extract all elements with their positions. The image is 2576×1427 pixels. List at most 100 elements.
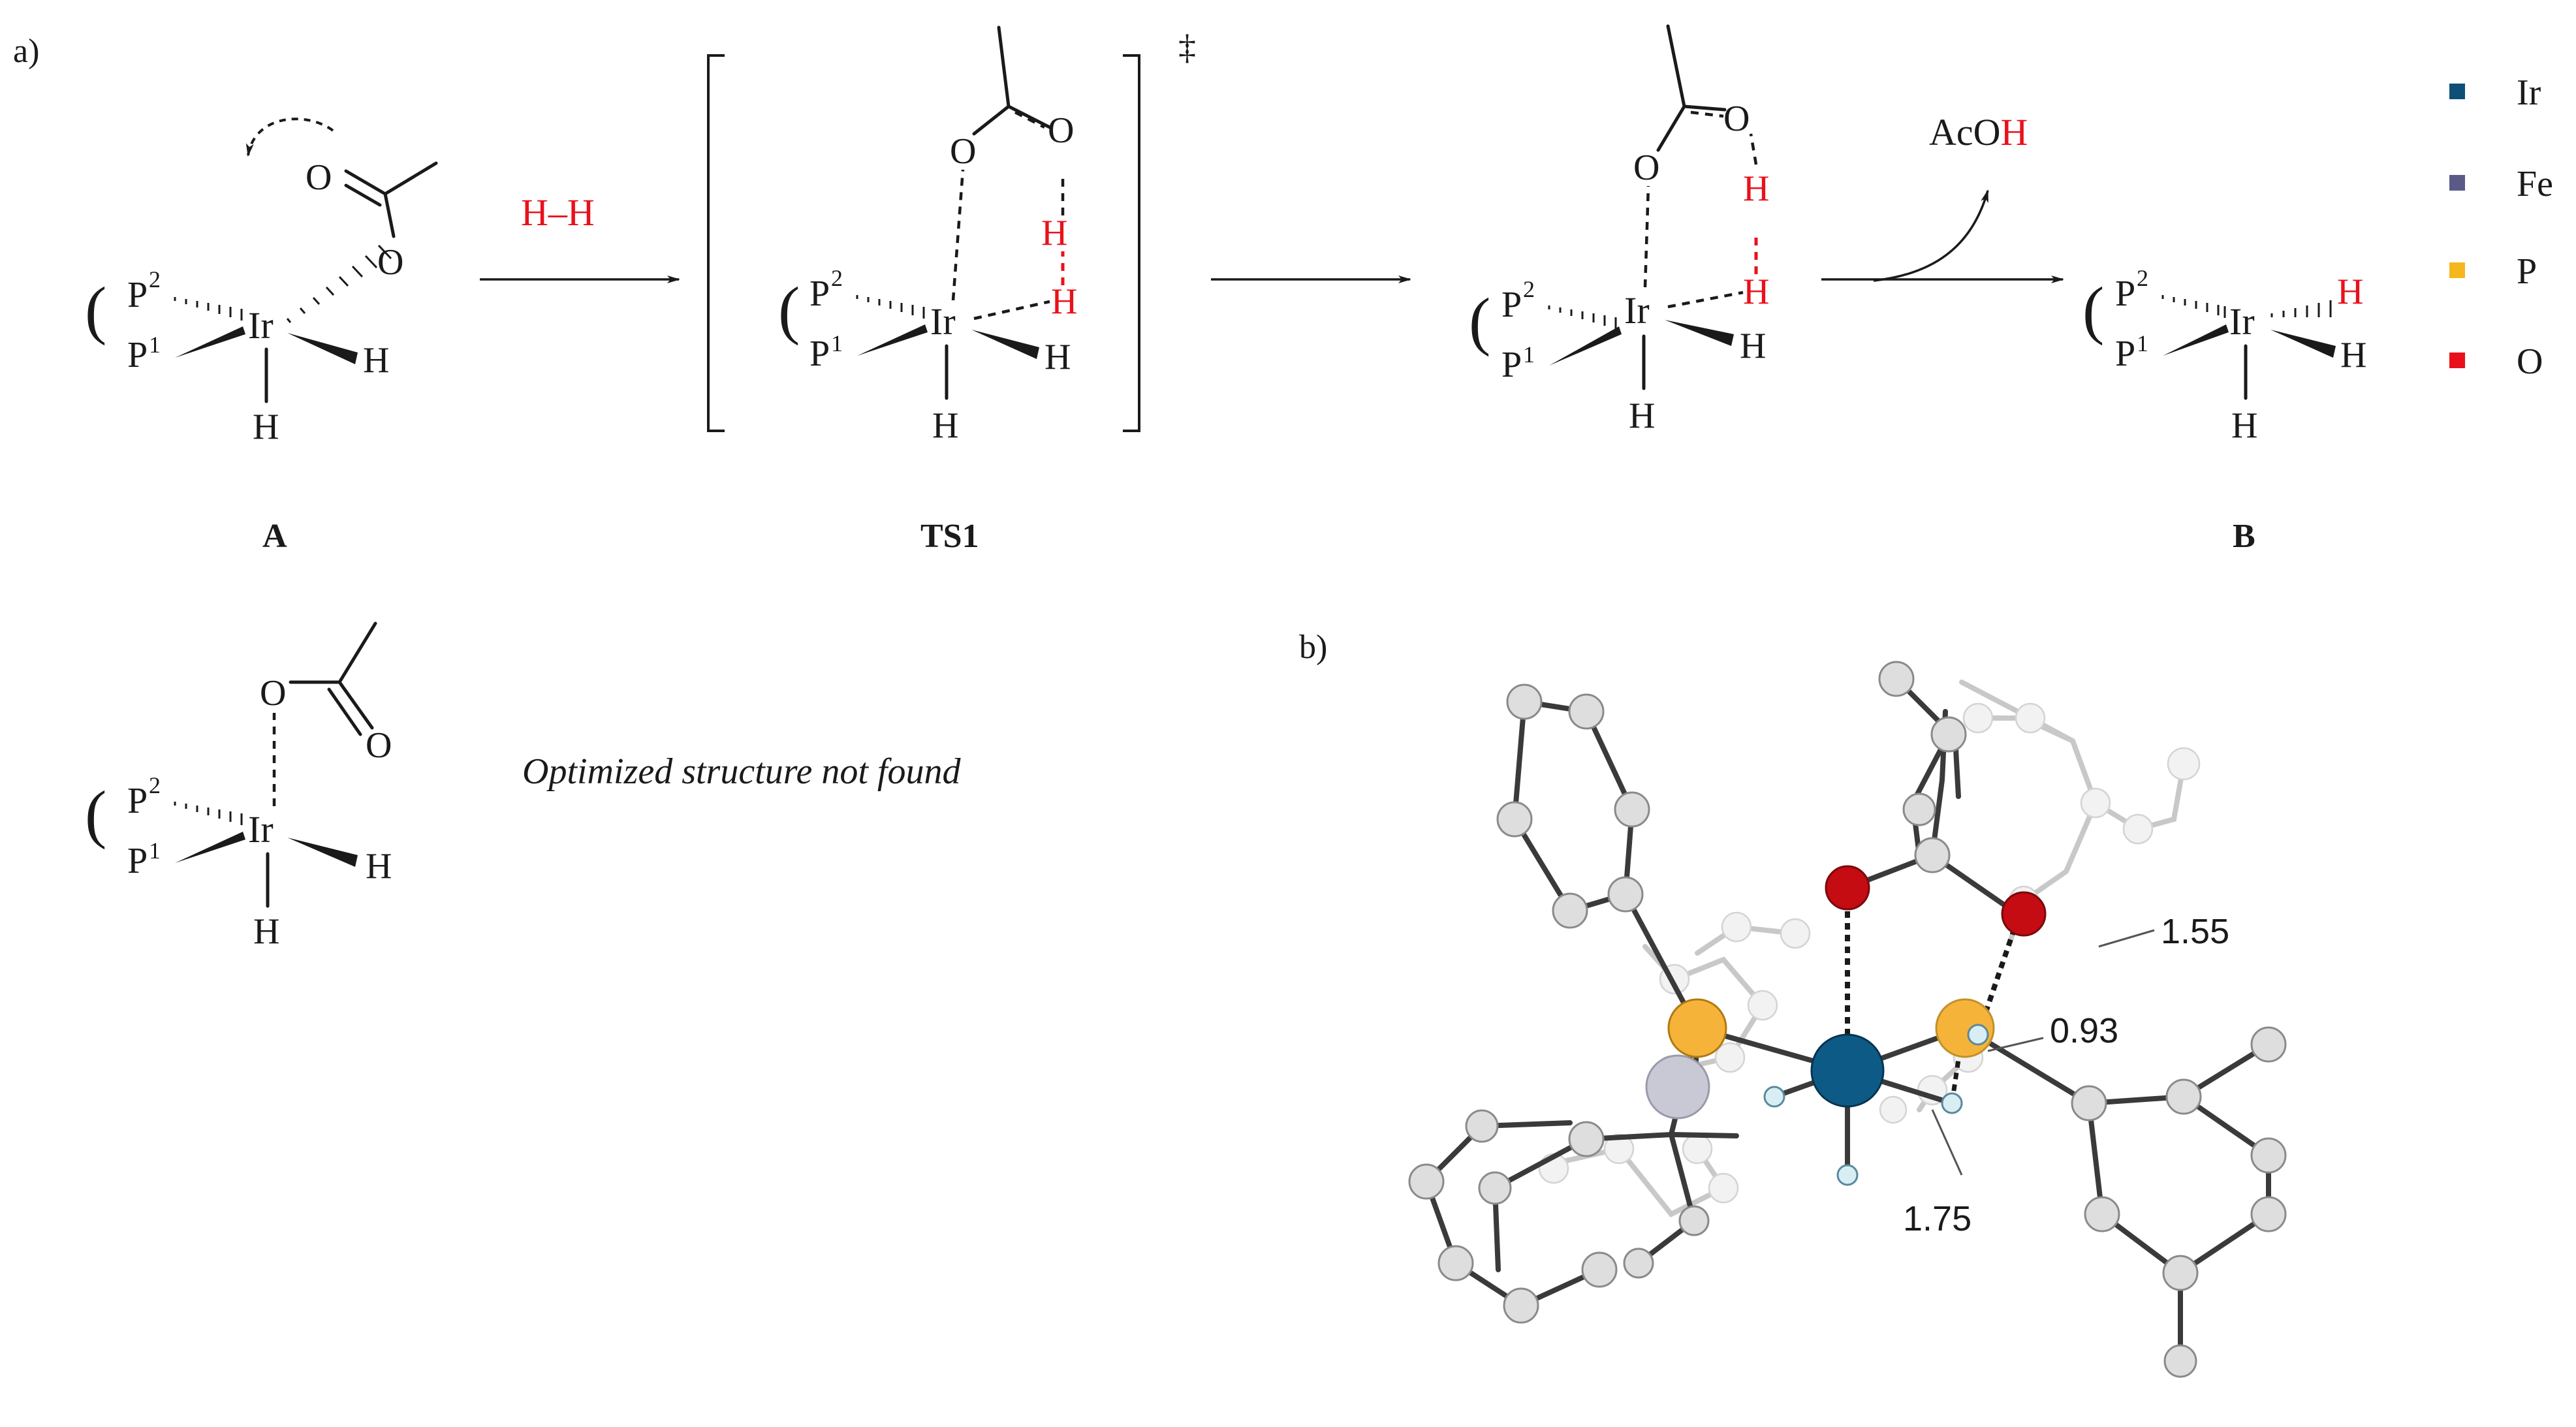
bond-O-C xyxy=(1656,104,1686,152)
wedge-bond-Ir-H xyxy=(287,333,358,364)
molecular-model: 1.55 0.93 1.75 xyxy=(1408,661,2287,1378)
atom-P1: P xyxy=(2115,334,2135,374)
atom-P2: P xyxy=(127,781,148,821)
hashed-bond-P2 xyxy=(2161,295,2226,318)
legend-swatch-p xyxy=(2449,262,2465,278)
partial-bond-C-O xyxy=(1690,110,1724,118)
atom-O: O xyxy=(1048,110,1074,151)
wedge-bond-P1 xyxy=(857,324,928,356)
superscript-2: 2 xyxy=(149,266,161,292)
dashed-bond-H-O xyxy=(1749,133,1758,165)
atom-O1-model xyxy=(1825,865,1870,911)
leader-line-d3 xyxy=(1931,1109,1963,1176)
atom-P2: P xyxy=(2115,274,2135,314)
ts-double-dagger: ‡ xyxy=(1178,27,1196,67)
ligand-bracket: ( xyxy=(1469,285,1490,357)
distance-label-d2: 0.93 xyxy=(2050,1011,2118,1050)
wedge-bond-Ir-H xyxy=(971,330,1039,359)
atom-P2: P xyxy=(809,274,830,314)
dashed-bond-Ir-O xyxy=(1643,185,1650,288)
structure-intermediate: ( P 2 P 1 Ir H H H H O O xyxy=(1469,24,1769,436)
structure-TS1: ‡ ( P 2 P 1 Ir H H H H O O TS1 xyxy=(707,25,1196,555)
legend-label-ir: Ir xyxy=(2517,72,2541,113)
atom-Ir: Ir xyxy=(2229,300,2255,343)
atom-H: H xyxy=(1045,337,1071,377)
atom-H: H xyxy=(1740,326,1766,366)
atom-O: O xyxy=(1723,99,1750,139)
reagent-H2: H–H xyxy=(521,191,595,234)
atom-O: O xyxy=(306,157,332,198)
bond-O-C xyxy=(383,192,396,238)
atom-H: H xyxy=(366,846,392,886)
atom-Ir: Ir xyxy=(248,808,274,851)
ts-bracket-left xyxy=(707,54,725,432)
ts-bracket-right xyxy=(1123,54,1140,432)
atom-Fe xyxy=(1645,1054,1710,1120)
panel-label-b: b) xyxy=(1299,629,1327,666)
panel-label-a: a) xyxy=(13,33,39,70)
superscript-1: 1 xyxy=(831,330,843,356)
bond-C-CH3 xyxy=(997,25,1011,108)
atom-H-red: H xyxy=(1041,213,1067,253)
product-AcOH: AcOH xyxy=(1929,111,2028,153)
hashed-bond-P2 xyxy=(1548,306,1617,329)
wedge-bond-P1 xyxy=(1549,326,1622,366)
superscript-1: 1 xyxy=(2137,330,2148,356)
atom-P1: P xyxy=(127,335,148,375)
atom-O: O xyxy=(366,725,392,766)
leader-line-d2 xyxy=(1987,1037,2044,1052)
atom-P2: P xyxy=(127,275,148,315)
atom-H: H xyxy=(253,407,279,447)
not-found-caption: Optimized structure not found xyxy=(522,751,961,792)
atom-H-model xyxy=(1763,1086,1785,1108)
bond-C-O xyxy=(1007,104,1052,129)
superscript-2: 2 xyxy=(1523,276,1535,302)
ligand-bracket: ( xyxy=(778,274,800,346)
atom-H: H xyxy=(932,405,958,446)
bond-C-O-double xyxy=(344,169,387,196)
wedge-bond-P1 xyxy=(175,326,245,358)
hashed-bond-P2 xyxy=(174,297,243,321)
dashed-bond-Ir-O xyxy=(951,169,965,301)
bond-C-CH3 xyxy=(338,621,377,684)
partial-bond-C-O xyxy=(1014,110,1046,129)
atom-H-model xyxy=(1941,1092,1963,1114)
atom-O: O xyxy=(377,242,403,283)
distance-label-d3: 1.75 xyxy=(1903,1199,1971,1238)
superscript-2: 2 xyxy=(831,265,843,291)
atom-O: O xyxy=(1633,148,1659,188)
leader-line-d1 xyxy=(2098,929,2155,948)
superscript-1: 1 xyxy=(149,838,161,864)
atom-P1: P xyxy=(1501,345,1522,385)
hydrogen-atoms xyxy=(1763,1024,1989,1186)
atom-H: H xyxy=(363,340,389,381)
ligand-bracket: ( xyxy=(85,777,106,850)
background-atoms xyxy=(1538,702,2201,1204)
foreground-atoms xyxy=(1408,661,2287,1378)
legend-label-fe: Fe xyxy=(2517,164,2553,204)
legend: Ir Fe P O xyxy=(2449,72,2553,382)
atom-H-red: H xyxy=(1743,272,1769,312)
release-arrow xyxy=(1873,189,1989,282)
atom-P1: P xyxy=(127,841,148,881)
atom-Ir: Ir xyxy=(248,304,274,347)
hashed-bond-P2 xyxy=(174,802,243,825)
dashed-bond-Ir-H xyxy=(1667,290,1744,309)
curved-arrow xyxy=(245,118,334,157)
bond-C-CH3 xyxy=(383,161,438,196)
bond-C-O xyxy=(1682,104,1727,112)
structure-B: ( P 2 P 1 Ir H H H B xyxy=(2082,265,2366,555)
atom-P2: P xyxy=(1501,285,1522,325)
wedge-bond-Ir-H xyxy=(2270,330,2336,358)
ligand-bracket: ( xyxy=(85,274,106,346)
atom-H: H xyxy=(2340,335,2366,375)
wedge-bond-P1 xyxy=(2163,324,2229,356)
ligand-bracket: ( xyxy=(2082,274,2104,346)
superscript-2: 2 xyxy=(149,772,161,798)
legend-swatch-ir xyxy=(2449,84,2465,99)
atom-H-red: H xyxy=(1051,281,1077,322)
wedge-bond-P1 xyxy=(175,832,245,863)
label-B: B xyxy=(2233,518,2255,555)
distance-label-d1: 1.55 xyxy=(2161,912,2229,951)
wedge-bond-Ir-H xyxy=(287,838,358,867)
